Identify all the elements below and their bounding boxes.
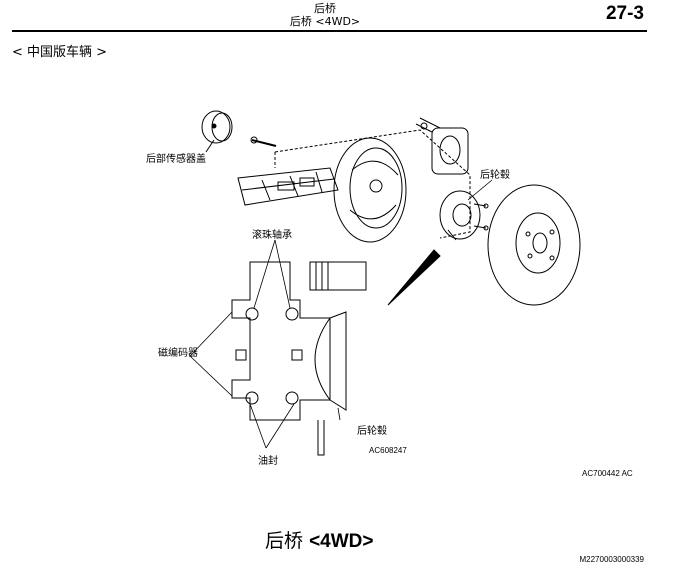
brake-disc (487, 184, 581, 306)
header-rule (12, 30, 647, 32)
hub (439, 190, 489, 241)
label-magnetic-encoder: 磁编码器 (158, 348, 198, 359)
hub-section-detail (231, 261, 367, 456)
axle-arm (237, 167, 339, 206)
header-title: 后桥 (314, 2, 336, 15)
caliper (415, 117, 469, 175)
label-oil-seal: 油封 (258, 456, 278, 467)
label-rear-hub-detail: 后轮毂 (357, 426, 387, 437)
assembly-guide (274, 129, 471, 239)
backing-plate (333, 137, 407, 243)
label-rear-hub: 后轮毂 (480, 170, 510, 181)
caption-prefix: 后桥 (265, 530, 304, 552)
figure-caption: 后桥 <4WD> (265, 526, 373, 553)
bolt (250, 136, 277, 147)
document-id: M2270003000339 (579, 555, 644, 564)
sensor-cover (201, 110, 233, 153)
caption-suffix: <4WD> (309, 531, 374, 552)
label-roller-bearing: 滚珠轴承 (252, 230, 292, 241)
label-rear-sensor-cover: 后部传感器盖 (146, 154, 206, 165)
page-number: 27-3 (605, 3, 644, 24)
detail-callout (387, 249, 441, 306)
leader-lines (189, 179, 493, 449)
figure-code-main: AC700442 AC (582, 469, 633, 478)
header-subtitle: 后桥 <4WD> (289, 15, 361, 28)
section-heading: < 中国版车辆 > (12, 45, 108, 60)
figure-code-detail: AC608247 (369, 446, 407, 455)
